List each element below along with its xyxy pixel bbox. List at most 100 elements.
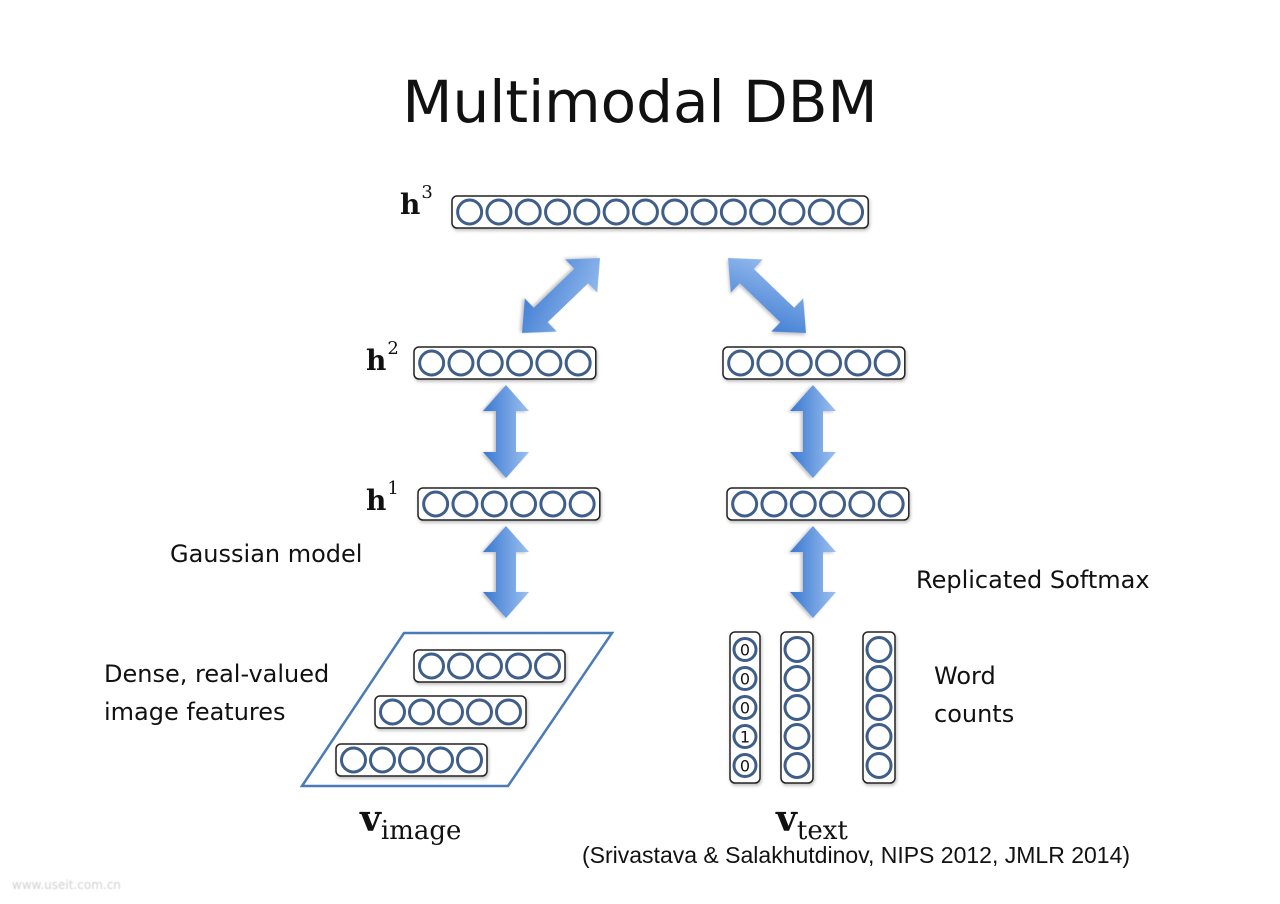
- unit-node: [690, 198, 718, 226]
- unit-node: [408, 698, 435, 726]
- word-count-value: 0: [740, 670, 750, 689]
- h1-image-layer: [417, 487, 601, 521]
- unit-node: [873, 349, 901, 377]
- unit-node: [865, 723, 893, 750]
- unit-node: [865, 694, 893, 721]
- v-text-column-2: [780, 631, 814, 784]
- unit-node: [418, 349, 446, 377]
- h2-image-layer-box: [413, 346, 597, 380]
- unit-node: [476, 652, 503, 680]
- word-count-value: 0: [740, 641, 750, 660]
- h1-text-layer-box: [726, 487, 910, 521]
- v-image-subscript: image: [380, 816, 462, 846]
- unit-node: [727, 349, 755, 377]
- unit-node: [877, 490, 905, 518]
- unit-node: [732, 695, 758, 720]
- unit-node: [732, 637, 758, 662]
- unit-node: [514, 198, 542, 226]
- unit-node: [379, 698, 406, 726]
- v-text-subscript: text: [796, 816, 848, 846]
- unit-node: [865, 636, 893, 663]
- v-image-row-2: [374, 695, 527, 729]
- unit-node: [732, 753, 758, 778]
- unit-node: [783, 694, 811, 721]
- v-image-letter: v: [360, 798, 381, 840]
- h3-layer: [451, 195, 869, 229]
- unit-node: [756, 349, 784, 377]
- word-count-value: 0: [740, 757, 750, 776]
- arrow-h2-h1-image: [483, 385, 529, 478]
- unit-node: [456, 746, 483, 774]
- unit-node: [719, 198, 747, 226]
- unit-node: [731, 490, 759, 518]
- unit-node: [451, 490, 479, 518]
- h3-label-letter: h: [400, 188, 421, 221]
- h1-label-sup: 1: [387, 478, 399, 499]
- v-text-letter: v: [776, 798, 797, 840]
- unit-node: [865, 752, 893, 779]
- dense-features-label-line2: image features: [104, 698, 286, 726]
- arrow-h1-v-image: [483, 526, 529, 618]
- unit-node: [539, 490, 567, 518]
- unit-node: [398, 746, 425, 774]
- unit-node: [573, 198, 601, 226]
- h1-image-layer-box: [417, 487, 601, 521]
- v-text-label: vtext: [776, 798, 848, 846]
- unit-node: [783, 665, 811, 692]
- h1-label: h1: [366, 478, 399, 517]
- unit-node: [456, 198, 484, 226]
- v-image-label: vimage: [360, 798, 461, 846]
- unit-node: [631, 198, 659, 226]
- unit-node: [844, 349, 872, 377]
- arrows-group: [483, 258, 836, 618]
- arrow-h3-h2-text: [728, 258, 806, 333]
- unit-node: [447, 652, 474, 680]
- unit-node: [418, 652, 445, 680]
- h3-label-sup: 3: [421, 182, 433, 203]
- word-counts-label-line2: counts: [934, 700, 1015, 728]
- unit-node: [783, 636, 811, 663]
- unit-node: [495, 698, 522, 726]
- unit-node: [427, 746, 454, 774]
- unit-node: [534, 652, 561, 680]
- unit-node: [783, 723, 811, 750]
- unit-node: [506, 349, 534, 377]
- unit-node: [369, 746, 396, 774]
- arrow-h2-h1-text: [790, 385, 836, 478]
- unit-node: [837, 198, 865, 226]
- watermark: www.useit.com.cn: [12, 878, 121, 892]
- h2-label-letter: h: [366, 344, 387, 377]
- unit-node: [480, 490, 508, 518]
- arrow-h1-v-text: [790, 526, 836, 618]
- word-count-value: 0: [740, 699, 750, 718]
- unit-node: [602, 198, 630, 226]
- h3-layer-box: [451, 195, 869, 229]
- h2-label-sup: 2: [387, 338, 399, 359]
- unit-node: [564, 349, 592, 377]
- unit-node: [437, 698, 464, 726]
- h2-text-layer-box: [722, 346, 906, 380]
- unit-node: [510, 490, 538, 518]
- h1-label-letter: h: [366, 484, 387, 517]
- slide-title: Multimodal DBM: [402, 68, 878, 136]
- unit-node: [865, 665, 893, 692]
- dense-features-label-line1: Dense, real-valued: [104, 660, 330, 688]
- v-image-row-3: [335, 743, 488, 777]
- unit-node: [544, 198, 572, 226]
- unit-node: [447, 349, 475, 377]
- word-counts-label-line1: Word: [934, 662, 996, 690]
- h2-text-layer: [722, 346, 906, 380]
- image-features-parallelogram: [299, 631, 615, 788]
- unit-node: [568, 490, 596, 518]
- unit-node: [485, 198, 513, 226]
- v-image-row-1: [413, 649, 566, 683]
- h2-image-layer: [413, 346, 597, 380]
- unit-node: [732, 666, 758, 691]
- unit-node: [661, 198, 689, 226]
- unit-node: [422, 490, 450, 518]
- citation: (Srivastava & Salakhutdinov, NIPS 2012, …: [582, 842, 1131, 868]
- unit-node: [466, 698, 493, 726]
- unit-node: [476, 349, 504, 377]
